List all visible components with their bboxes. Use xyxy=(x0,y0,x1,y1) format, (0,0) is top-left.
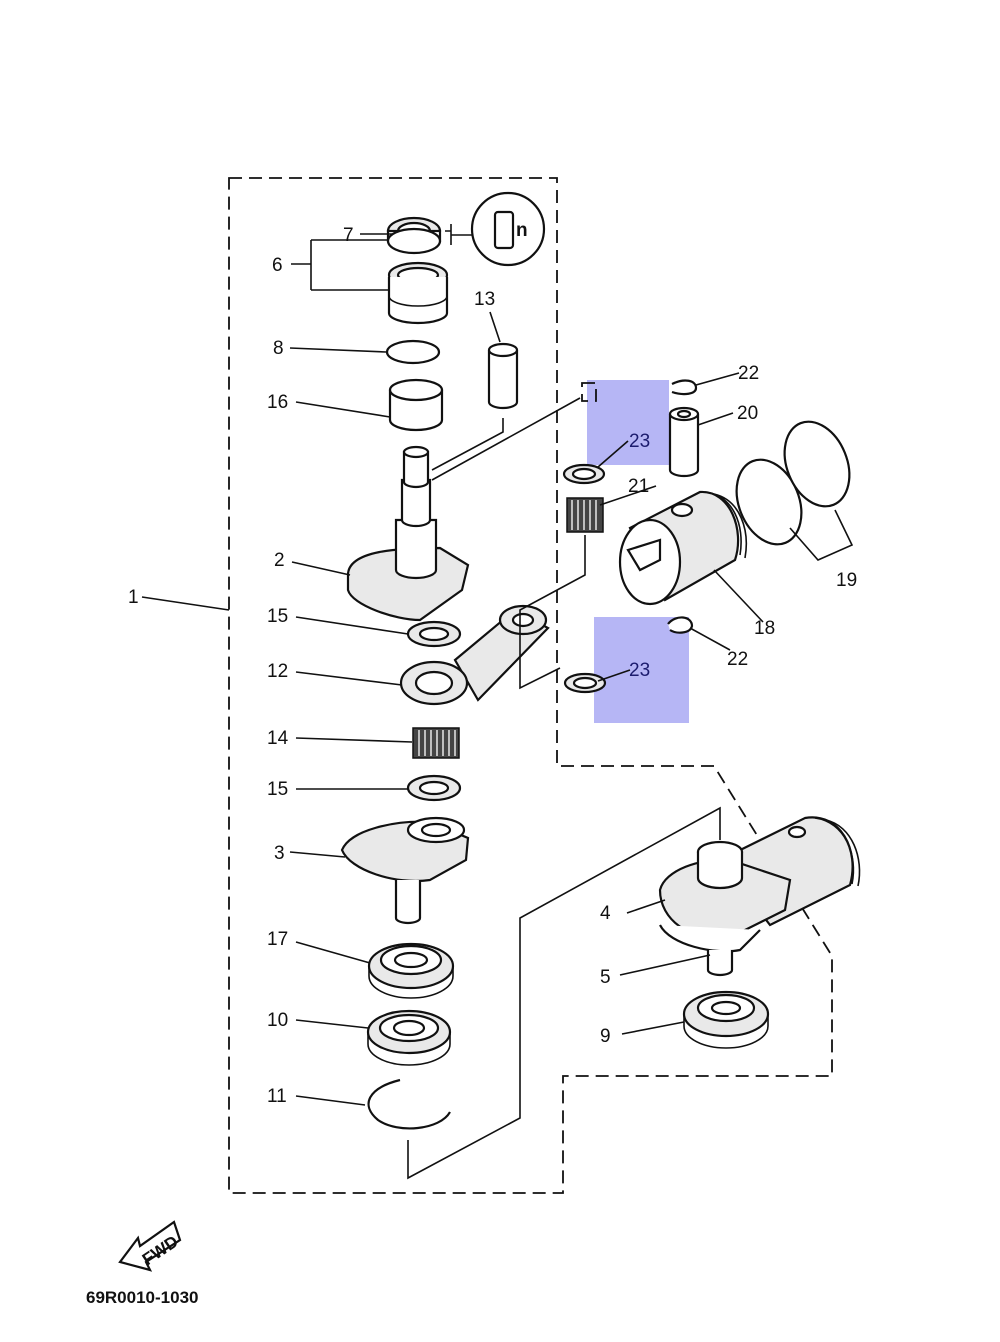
callout-9: 9 xyxy=(600,1026,611,1047)
callout-22-upper: 22 xyxy=(738,363,759,384)
callout-18: 18 xyxy=(754,618,775,639)
callout-5: 5 xyxy=(600,967,611,988)
callout-22-lower: 22 xyxy=(727,649,748,670)
callout-7: 7 xyxy=(343,225,354,246)
circlip-part-11[interactable] xyxy=(367,1078,451,1130)
needle-bearing-part-14[interactable] xyxy=(412,727,460,759)
bearing-housing-part-6[interactable] xyxy=(387,261,449,325)
crankshaft-upper-part-2[interactable] xyxy=(346,445,470,622)
callout-11: 11 xyxy=(267,1086,287,1107)
leader-lines xyxy=(141,233,854,1106)
washer-part-23-upper[interactable] xyxy=(562,463,606,485)
crankshaft-lower-part-3[interactable] xyxy=(340,816,470,925)
needle-bearing-part-21[interactable] xyxy=(566,497,604,533)
crank-piston-subassembly-part-4[interactable] xyxy=(658,816,861,942)
callout-10: 10 xyxy=(267,1010,288,1031)
bushing-part-16[interactable] xyxy=(388,378,444,432)
callout-12: 12 xyxy=(267,661,288,682)
washer-part-23-lower[interactable] xyxy=(563,672,607,694)
callout-17: 17 xyxy=(267,929,288,950)
connecting-rod-part-12[interactable] xyxy=(399,604,550,706)
piston-ring-part-19-b[interactable] xyxy=(773,412,862,516)
piston-pin-clip-part-22-lower[interactable] xyxy=(667,616,694,634)
piston-pin-clip-part-22-upper[interactable] xyxy=(671,379,698,396)
ball-bearing-part-17[interactable] xyxy=(367,942,455,999)
callout-8: 8 xyxy=(273,338,284,359)
bracket-part-6 xyxy=(291,239,392,291)
callout-2: 2 xyxy=(274,550,285,571)
callout-20: 20 xyxy=(737,403,758,424)
oil-seal-part-7[interactable] xyxy=(386,216,442,255)
piston-part-18[interactable] xyxy=(618,490,747,606)
o-ring-part-8[interactable] xyxy=(385,339,441,365)
callout-23-upper: 23 xyxy=(629,431,650,452)
callout-15-upper: 15 xyxy=(267,606,288,627)
svg-text:n: n xyxy=(516,220,528,241)
thrust-washer-part-15-upper[interactable] xyxy=(406,620,462,648)
highlight-part-23-lower[interactable] xyxy=(594,617,689,723)
callout-3: 3 xyxy=(274,843,285,864)
dowel-pin-part-13[interactable] xyxy=(487,342,519,410)
callout-4: 4 xyxy=(600,903,611,924)
callout-21: 21 xyxy=(628,476,649,497)
thrust-washer-part-15-lower[interactable] xyxy=(406,774,462,802)
callout-13: 13 xyxy=(474,289,495,310)
piston-pin-part-20[interactable] xyxy=(668,406,700,478)
callout-1: 1 xyxy=(128,587,139,608)
callout-6: 6 xyxy=(272,255,283,276)
callout-23-lower: 23 xyxy=(629,660,650,681)
ball-bearing-part-9[interactable] xyxy=(682,990,770,1049)
callout-19: 19 xyxy=(836,570,857,591)
assembly-boundary xyxy=(228,177,833,1194)
callout-15-lower: 15 xyxy=(267,779,288,800)
grease-icon: n xyxy=(470,191,546,267)
small-pin-outline xyxy=(581,382,597,402)
catalog-code: 69R0010-1030 xyxy=(86,1288,198,1307)
highlight-part-23-upper[interactable] xyxy=(587,380,669,465)
fwd-arrow-icon: FWD xyxy=(118,1220,182,1272)
callout-14: 14 xyxy=(267,728,289,749)
ball-bearing-part-10[interactable] xyxy=(366,1009,452,1066)
callout-labels: 1 7 6 8 16 13 2 15 12 14 15 3 17 10 11 2… xyxy=(128,225,857,1107)
callout-16: 16 xyxy=(267,392,288,413)
crank-web-part-5[interactable] xyxy=(659,924,761,977)
